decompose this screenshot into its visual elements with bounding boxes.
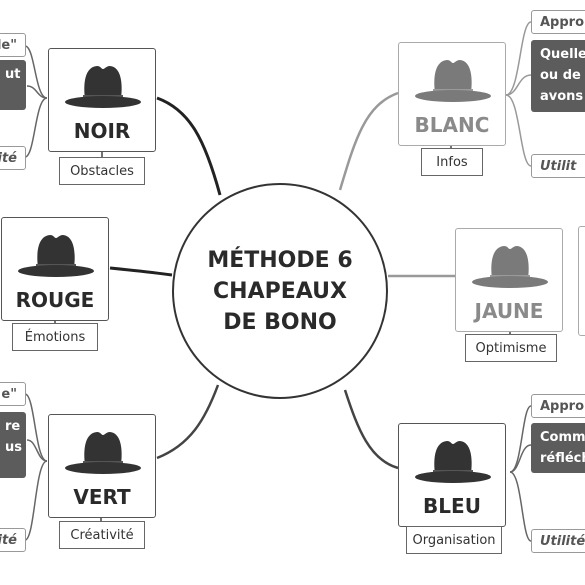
bleu-utility-box: Utilité	[531, 529, 585, 553]
hat-icon	[18, 235, 94, 277]
blanc-utility-box: Utilit	[531, 154, 585, 178]
tag-vert: Créativité	[59, 521, 145, 549]
hat-card-bleu[interactable]: BLEU	[398, 423, 506, 527]
hat-name: NOIR	[73, 119, 131, 143]
hat-icon	[65, 66, 141, 108]
noir-utility-box: ité	[0, 146, 26, 170]
connector-rouge	[109, 266, 173, 277]
bleu-approach-box: Appro	[531, 394, 585, 418]
hat-card-vert[interactable]: VERT	[48, 414, 156, 518]
hat-name: JAUNE	[474, 299, 544, 323]
connector-bleu	[343, 389, 399, 470]
connector-blanc	[338, 91, 399, 191]
vert-question-box: re us	[0, 412, 26, 478]
hat-name: VERT	[73, 485, 131, 509]
vert-approach-box: e"	[0, 382, 26, 406]
blanc-question-box: Quelle ou de avons	[531, 40, 585, 112]
tag-blanc: Infos	[421, 148, 483, 176]
hat-card-jaune[interactable]: JAUNE	[455, 228, 563, 332]
connector-vert	[156, 384, 220, 460]
noir-question-box: ut	[0, 60, 26, 110]
hat-name: ROUGE	[15, 288, 95, 312]
blanc-approach-box: Appro	[531, 10, 585, 34]
hat-card-rouge[interactable]: ROUGE	[1, 217, 109, 321]
tag-rouge: Émotions	[12, 323, 98, 351]
hat-icon	[65, 432, 141, 474]
center-circle: MÉTHODE 6 CHAPEAUX DE BONO	[172, 183, 388, 399]
hat-card-noir[interactable]: NOIR	[48, 48, 156, 152]
connector-noir	[156, 96, 222, 196]
hat-name: BLANC	[414, 113, 490, 137]
hat-icon	[415, 60, 491, 102]
bleu-question-box: Comm réfléch	[531, 423, 585, 473]
hat-icon	[472, 246, 548, 288]
tag-bleu: Organisation	[406, 526, 502, 554]
hat-icon	[415, 441, 491, 483]
noir-approach-box: le"	[0, 33, 26, 57]
tag-jaune: Optimisme	[465, 334, 557, 362]
cut-off-card	[578, 226, 585, 336]
vert-utility-box: ité	[0, 528, 26, 552]
hat-card-blanc[interactable]: BLANC	[398, 42, 506, 146]
tag-noir: Obstacles	[59, 157, 145, 185]
center-title: MÉTHODE 6 CHAPEAUX DE BONO	[207, 247, 353, 335]
hat-name: BLEU	[423, 494, 481, 518]
